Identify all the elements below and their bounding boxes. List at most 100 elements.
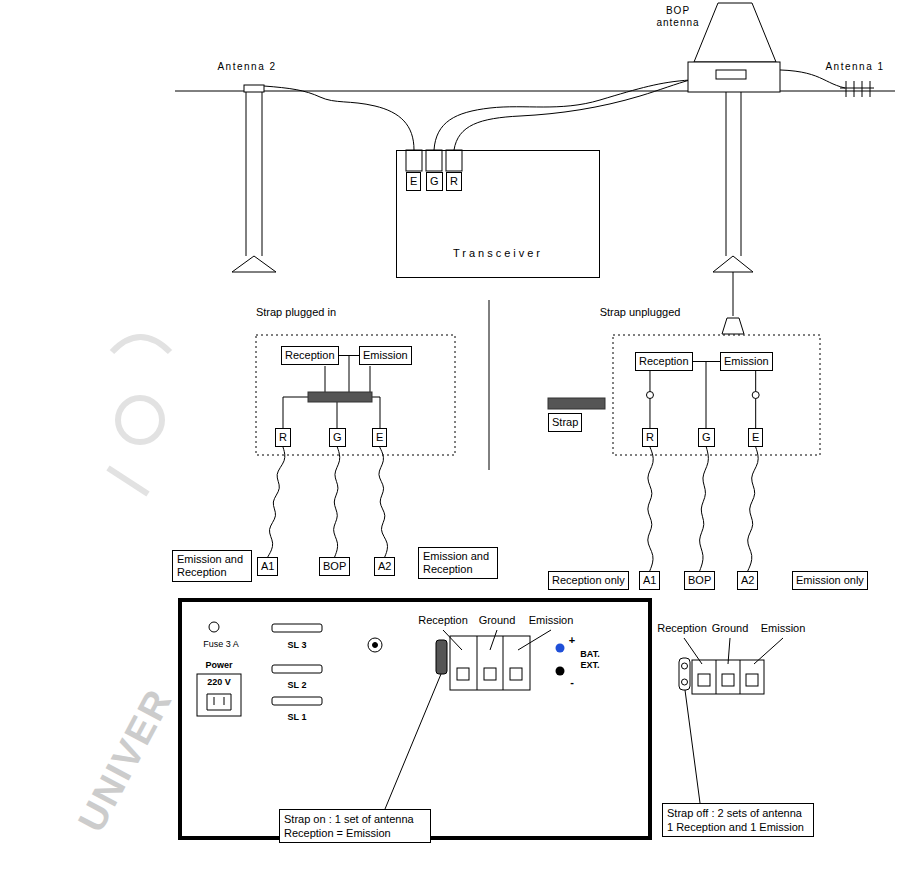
node-text: A2 [378,559,391,574]
leader-line [385,674,441,809]
antenna-mast [262,92,263,256]
strap-wiring [706,361,707,428]
strap-wiring [325,366,326,392]
label-text: Antenna 1 [825,61,884,73]
label-text: + [569,634,575,647]
antenna-mast [246,92,247,256]
bop-antenna [722,318,744,334]
strap-wiring [283,355,706,428]
strap-bar [308,392,605,409]
switch-contact [752,392,759,399]
antenna-box: BOP [684,571,715,590]
node-text: Reception [639,354,689,369]
transceiver-connector [426,150,442,171]
terminal-block [484,668,496,680]
terminal-box: G [698,428,715,447]
leader-line [443,630,462,650]
function-box: Emission [359,346,412,365]
label-text: Ground [479,614,516,627]
strap-wiring [283,397,308,428]
illustration [108,3,895,838]
wire-connector [649,371,650,428]
front-panel [272,624,322,632]
terminal-block [436,640,447,674]
node-text: BOP [688,573,711,588]
front-panel [180,600,650,838]
front-panel [373,643,378,648]
bop-antenna [688,3,780,334]
wire-connector [334,447,340,557]
strap-bar [548,398,605,409]
bop-antenna [726,92,727,256]
node-text: Emission [363,348,408,363]
label-text: BAT. EXT. [576,649,604,671]
terminal-block [457,668,469,680]
strap-wiring [337,402,338,428]
terminal-block [450,636,530,690]
wire-connector [268,447,285,557]
transceiver-connector [446,150,462,171]
label-text: Strap unplugged [600,306,681,319]
label-text: Emission [761,622,806,635]
antenna-1-comb [840,88,874,89]
terminal-block [746,674,758,686]
node-text: BOP [323,559,346,574]
antenna-cable [454,70,845,150]
node-text: E [376,430,383,445]
leader-line [684,638,702,664]
leader-line [518,630,551,650]
terminal-box: R [446,172,462,191]
antenna-mast [244,85,264,92]
node-text: Reception [285,348,335,363]
node-text: Emission and Reception [423,550,493,576]
wire-connector [379,447,388,557]
node-text: Strap on : 1 set of antenna Reception = … [284,812,426,840]
antenna-1-comb [870,81,871,97]
function-box: Reception [281,346,339,365]
label-text: SL 2 [288,680,307,691]
node-text: Strap [552,415,578,430]
front-panel [224,697,225,705]
callout-box: Strap on : 1 set of antenna Reception = … [279,809,431,843]
bop-antenna [688,62,780,92]
function-box: Emission [720,352,773,371]
node-text: Emission only [796,573,864,588]
node-text: A1 [643,573,656,588]
terminal-box: E [748,428,763,447]
wire-connector [648,447,653,571]
bop-antenna [713,256,753,272]
dotted-enclosure [256,335,455,455]
note-box: Emission and Reception [418,547,498,579]
callout-box: Strap off : 2 sets of antenna 1 Receptio… [662,803,814,837]
terminal-box: R [275,428,291,447]
watermark-logo [118,398,162,442]
node-text: E [410,174,417,189]
antenna-1-comb [862,81,863,97]
antenna-box: A1 [639,571,660,590]
node-text: Strap off : 2 sets of antenna 1 Receptio… [667,806,809,834]
terminal-block [682,663,688,669]
antenna-cable [434,80,690,150]
node-text: Transceiver [397,247,599,259]
leader-line [490,630,497,650]
front-panel [214,697,215,705]
label-text: Fuse 3 A [203,639,239,650]
terminal-box: R [642,428,658,447]
antenna-1-comb [840,81,874,97]
label-text: Power [205,660,232,671]
label-text: SL 3 [288,640,307,651]
node-text: R [279,430,287,445]
terminal-block [503,636,504,690]
label-text: BOP antenna [653,5,703,29]
front-panel [209,622,219,632]
label-text: Reception [657,622,707,635]
antenna-mast [232,256,276,272]
divider-line [489,300,490,470]
terminal-box: G [329,428,346,447]
bop-antenna [716,70,746,79]
terminal-block [682,679,688,685]
leader-line [728,638,730,664]
terminal-block [436,636,764,694]
front-panel [368,638,382,652]
terminal-block [716,660,717,694]
